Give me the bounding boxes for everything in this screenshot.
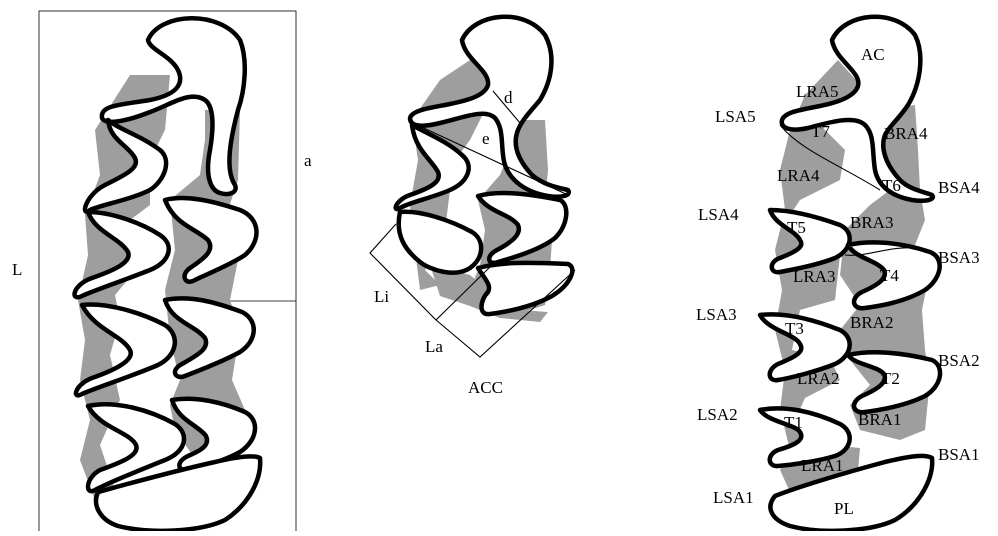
label-T2: T2 <box>881 369 900 388</box>
measure-e-line <box>412 122 569 196</box>
label-ACC: ACC <box>468 378 503 397</box>
label-BRA2: BRA2 <box>850 313 893 332</box>
panel-c-triangle-1 <box>757 406 852 469</box>
label-LRA5: LRA5 <box>796 82 839 101</box>
label-LRA3: LRA3 <box>793 267 836 286</box>
panel-b-triangle-1 <box>393 122 471 212</box>
label-BSA4: BSA4 <box>938 178 980 197</box>
panel-c-lingual-band <box>775 60 865 492</box>
label-LSA1: LSA1 <box>713 488 754 507</box>
panel-c-separator-2 <box>844 247 931 256</box>
label-T3: T3 <box>785 319 804 338</box>
label-LRA1: LRA1 <box>801 456 844 475</box>
label-Li: Li <box>374 287 389 306</box>
panel-b-triangle-3 <box>396 209 484 275</box>
label-T5: T5 <box>787 218 806 237</box>
panel-c-posterolophid <box>768 453 935 534</box>
label-BRA1: BRA1 <box>858 410 901 429</box>
measure-Li-bracket <box>369 223 437 321</box>
posterolophid <box>93 454 263 534</box>
label-T6: T6 <box>882 176 901 195</box>
label-La: La <box>425 337 443 356</box>
label-AC: AC <box>861 45 885 64</box>
panel-c-separator-1 <box>779 124 881 191</box>
panel-a-triangle-4 <box>162 296 256 380</box>
anteroconid <box>99 16 248 197</box>
label-PL: PL <box>834 499 854 518</box>
label-LSA2: LSA2 <box>697 405 738 424</box>
measure-La-bracket <box>435 269 576 358</box>
panel-a-triangle-7 <box>85 401 187 494</box>
label-a: a <box>304 151 312 170</box>
panel-c-tooth: AC LRA5 LSA5 T7 BRA4 LRA4 T6 BSA4 LSA4 B… <box>696 14 980 534</box>
label-T1: T1 <box>784 413 803 432</box>
panel-b-triangle-4 <box>475 260 575 317</box>
measure-d-line <box>492 90 521 124</box>
label-T4: T4 <box>880 266 899 285</box>
label-T7: T7 <box>811 122 830 141</box>
label-BSA1: BSA1 <box>938 445 980 464</box>
panel-c-anteroconid <box>779 14 936 204</box>
label-BRA3: BRA3 <box>850 213 893 232</box>
panel-c-triangle-3 <box>757 312 852 383</box>
panel-a-triangle-3 <box>72 209 171 300</box>
label-LSA3: LSA3 <box>696 305 737 324</box>
label-LSA4: LSA4 <box>698 205 739 224</box>
label-L: L <box>12 260 22 279</box>
label-BSA3: BSA3 <box>938 248 980 267</box>
label-BRA4: BRA4 <box>884 124 928 143</box>
label-d: d <box>504 88 513 107</box>
label-BSA2: BSA2 <box>938 351 980 370</box>
measure-inner-line <box>435 266 491 321</box>
panel-a-tooth: L a <box>12 10 312 536</box>
panel-b-triangle-2 <box>475 190 569 266</box>
panel-c-triangle-5 <box>767 207 852 275</box>
panel-c-triangle-2 <box>845 350 943 415</box>
label-e: e <box>482 129 490 148</box>
panel-b-tooth: d e Li La ACC <box>369 14 576 397</box>
panel-a-triangle-5 <box>73 302 177 398</box>
label-LRA4: LRA4 <box>777 166 820 185</box>
length-frame <box>38 10 297 536</box>
panel-a-triangle-2 <box>162 195 259 284</box>
label-LSA5: LSA5 <box>715 107 756 126</box>
label-LRA2: LRA2 <box>797 369 840 388</box>
panel-b-anteroconid <box>407 14 572 199</box>
